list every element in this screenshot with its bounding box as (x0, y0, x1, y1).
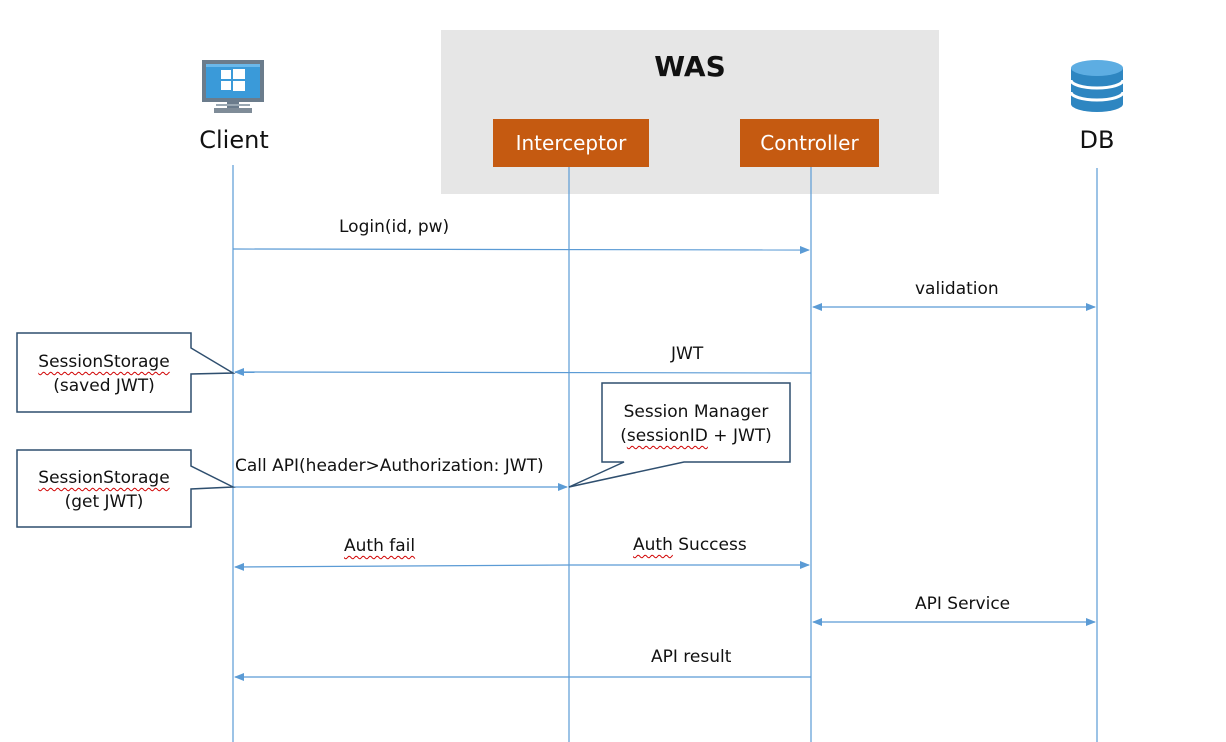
desktop-monitor-icon (202, 60, 264, 113)
auth-success-label: Auth Success (633, 535, 747, 555)
auth-success-rest: Success (672, 535, 747, 555)
note-session-manager-open: ( (620, 426, 627, 446)
auth-success-word: Auth (633, 535, 673, 555)
note-get-jwt-shape (16, 449, 236, 528)
note-session-manager: Session Manager (sessionID + JWT) (602, 400, 790, 448)
client-label: Client (199, 126, 269, 154)
note-session-manager-sessionid: sessionID (626, 426, 708, 446)
controller-box: Controller (740, 119, 879, 167)
auth-fail-label: Auth fail (344, 536, 415, 556)
was-title: WAS (654, 50, 726, 83)
database-icon (1069, 60, 1125, 112)
note-saved-jwt-line2: (saved JWT) (53, 376, 155, 396)
note-session-manager-line1: Session Manager (623, 402, 769, 422)
note-get-jwt-line2: (get JWT) (64, 492, 144, 512)
validation-label: validation (915, 279, 999, 299)
note-get-jwt: SessionStorage (get JWT) (17, 466, 191, 514)
note-session-manager-line2: (sessionID + JWT) (602, 424, 790, 448)
note-saved-jwt-line1: SessionStorage (38, 352, 170, 372)
call-api-label: Call API(header>Authorization: JWT) (235, 456, 544, 476)
login-arrow (232, 245, 810, 254)
note-get-jwt-line1: SessionStorage (38, 468, 170, 488)
db-label: DB (1079, 126, 1115, 154)
note-saved-jwt-shape (16, 332, 236, 413)
auth-fail-arrow (234, 562, 570, 571)
note-saved-jwt: SessionStorage (saved JWT) (17, 350, 191, 398)
interceptor-box: Interceptor (493, 119, 649, 167)
auth-fail-text: Auth fail (344, 536, 416, 556)
note-session-manager-rest: + JWT) (707, 426, 772, 446)
note-session-manager-shape (568, 382, 791, 488)
login-label: Login(id, pw) (339, 217, 450, 237)
api-result-label: API result (651, 647, 732, 667)
api-service-label: API Service (915, 594, 1011, 614)
jwt-label: JWT (671, 344, 704, 364)
jwt-arrow (234, 368, 812, 377)
